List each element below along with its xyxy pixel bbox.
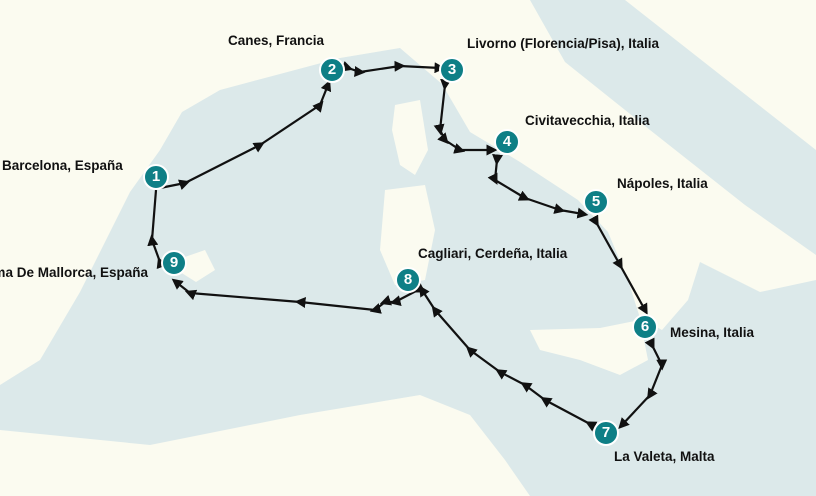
stop-marker-8[interactable]: 8	[395, 267, 421, 293]
stop-label-1: Barcelona, España	[2, 158, 123, 173]
stop-marker-4[interactable]: 4	[494, 129, 520, 155]
stop-marker-2[interactable]: 2	[319, 57, 345, 83]
sicily	[530, 320, 648, 375]
stop-label-4: Civitavecchia, Italia	[525, 113, 650, 128]
stop-label-7: La Valeta, Malta	[614, 449, 715, 464]
corsica	[392, 100, 428, 175]
stop-marker-3[interactable]: 3	[439, 57, 465, 83]
stop-label-8: Cagliari, Cerdeña, Italia	[418, 246, 568, 261]
route	[152, 66, 662, 425]
stop-label-5: Nápoles, Italia	[617, 176, 708, 191]
stop-label-9: Palma De Mallorca, España	[0, 265, 148, 280]
stop-label-2: Canes, Francia	[228, 33, 325, 48]
stop-label-3: Livorno (Florencia/Pisa), Italia	[467, 36, 660, 51]
stop-marker-9[interactable]: 9	[161, 250, 187, 276]
stop-label-6: Mesina, Italia	[670, 325, 755, 340]
stop-marker-6[interactable]: 6	[632, 314, 658, 340]
africa-land	[0, 395, 530, 496]
stop-marker-7[interactable]: 7	[593, 420, 619, 446]
stop-marker-1[interactable]: 1	[143, 164, 169, 190]
stop-marker-5[interactable]: 5	[583, 189, 609, 215]
